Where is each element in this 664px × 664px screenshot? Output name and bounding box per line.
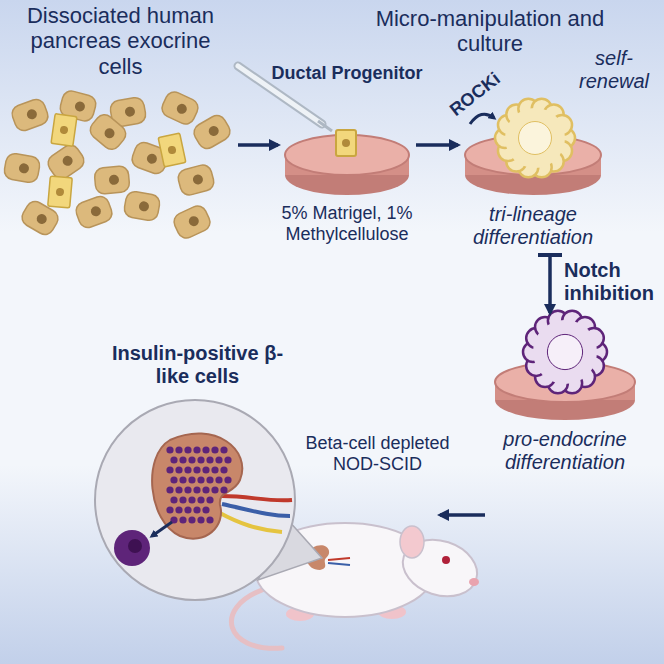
connector-line [548,255,552,313]
culture-dish: Ductal Progenitor5% Matrigel, 1% Methylc… [283,95,411,195]
organoid [523,311,607,393]
acinar-cell [171,203,213,241]
cell-group: Dissociated human pancreas exocrine cell… [8,95,233,240]
heading: Ductal Progenitor [261,63,433,84]
acinar-cell [3,152,41,184]
acinar-cell [94,166,130,195]
connector-line [238,143,278,147]
flow-arrow [440,515,485,516]
acinar-cell [10,97,51,133]
flow-arrow [538,255,562,313]
acinar-cell [123,190,161,222]
inhibition-bar [538,253,562,257]
exocrine-cells [3,89,233,241]
ductal-cell [48,176,73,208]
factor-label: ROCKi [445,68,505,121]
heading: Micro-manipulation and culture [370,6,610,57]
acinar-cell [191,112,233,152]
petri-dish [285,130,409,195]
flow-arrow [238,145,278,146]
edge-label: Notch inhibition [564,259,659,305]
process-text: self-renewal [568,47,660,93]
ductal-cell [158,133,186,167]
culture-dish: self-renewaltri-lineage differentiation [463,95,603,195]
connector-line [416,143,458,147]
connector-line [440,513,485,517]
petri-dish [465,99,601,195]
petri-dish [495,311,635,420]
mouse: Beta-cell depleted NOD-SCID [250,495,435,645]
condition-text: 5% Matrigel, 1% Methylcellulose [257,203,437,244]
flow-arrow [416,145,458,146]
heading: Dissociated human pancreas exocrine cell… [18,3,223,79]
inset-circle: Insulin-positive β-like cells [95,400,295,600]
process-text: tri-lineage differentiation [433,203,633,249]
ductal-cell [51,114,77,147]
kidney-inset [95,400,322,600]
acinar-cell [74,194,115,230]
model-text: Beta-cell depleted NOD-SCID [290,433,465,474]
acinar-cell [159,89,201,127]
acinar-cell [87,111,130,153]
beta-like-cell-cluster [166,446,231,523]
acinar-cell [176,163,216,197]
heading: Insulin-positive β-like cells [100,342,295,388]
organoid [495,99,575,177]
process-text: pro-endocrine differentiation [475,428,655,474]
culture-dish: pro-endocrine differentiation [490,318,640,423]
